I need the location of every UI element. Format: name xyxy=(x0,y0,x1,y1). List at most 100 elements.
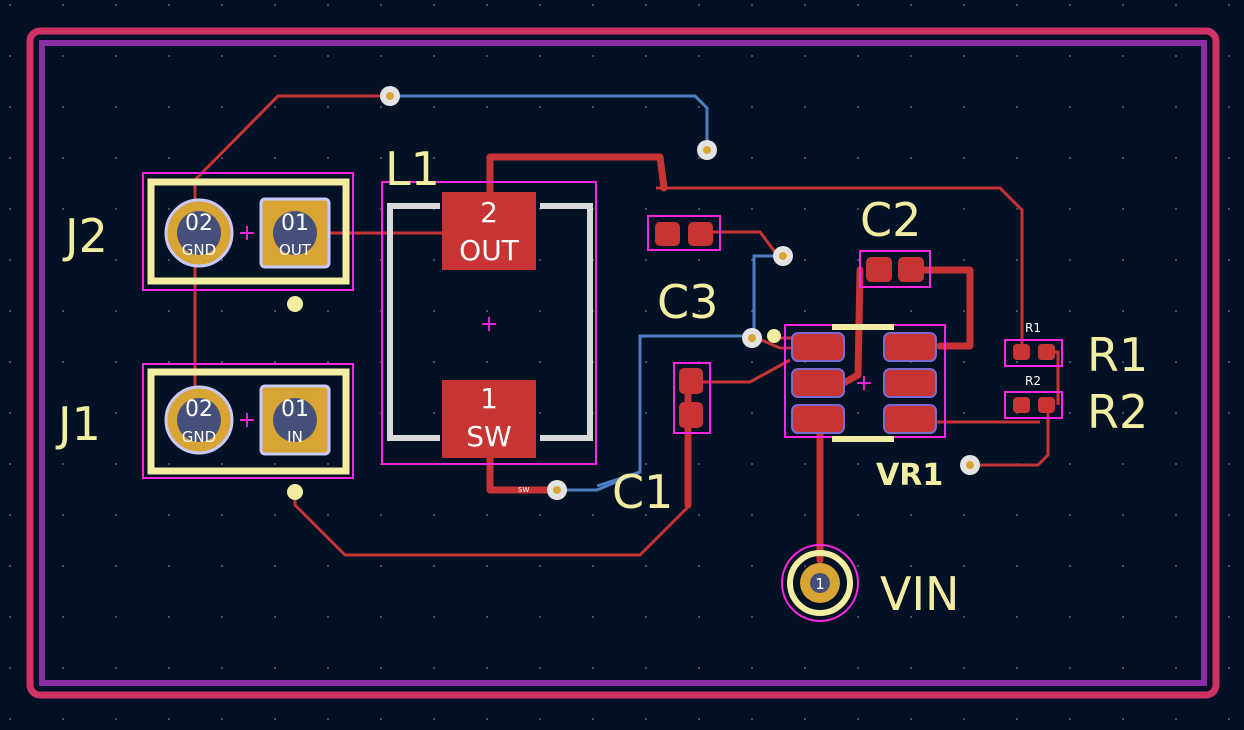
grid-dot xyxy=(1175,361,1177,363)
vr1-anchor-cross: + xyxy=(855,371,873,396)
testpoint-vin[interactable]: 1 VIN xyxy=(787,550,959,621)
grid-dot xyxy=(380,565,382,567)
grid-dot xyxy=(751,106,753,108)
vr1-pad-4[interactable] xyxy=(883,332,937,362)
grid-dot xyxy=(1122,55,1124,57)
grid-dot xyxy=(804,667,806,669)
grid-dot xyxy=(910,208,912,210)
capacitor-c1[interactable]: C1 xyxy=(612,368,703,519)
grid-dot xyxy=(857,157,859,159)
grid-dot xyxy=(1069,310,1071,312)
via[interactable] xyxy=(287,296,303,312)
grid-dot xyxy=(698,310,700,312)
c1-pad-bottom[interactable] xyxy=(679,402,703,428)
grid-dot xyxy=(221,616,223,618)
grid-dot xyxy=(1016,667,1018,669)
grid-dot xyxy=(1122,259,1124,261)
c3-pad-right[interactable] xyxy=(688,222,713,246)
grid-dot xyxy=(327,667,329,669)
grid-dot xyxy=(9,55,11,57)
capacitor-c2[interactable]: C2 xyxy=(860,193,924,282)
grid-dot xyxy=(1122,667,1124,669)
grid-dot xyxy=(963,616,965,618)
c2-pad-right[interactable] xyxy=(898,257,924,282)
grid-dot xyxy=(857,565,859,567)
grid-dot xyxy=(274,565,276,567)
grid-dot xyxy=(1122,718,1124,720)
r1-pad-left[interactable] xyxy=(1013,344,1030,360)
grid-dot xyxy=(327,514,329,516)
grid-dot xyxy=(62,106,64,108)
grid-dot xyxy=(1175,565,1177,567)
resistor-r2[interactable]: R2 R2 xyxy=(1013,374,1148,439)
c1-pad-top[interactable] xyxy=(679,368,703,394)
grid-dot xyxy=(910,4,912,6)
grid-dot xyxy=(221,310,223,312)
grid-dot xyxy=(9,208,11,210)
j2-pad-2-net: GND xyxy=(182,241,216,259)
grid-dot xyxy=(115,310,117,312)
j2-pad-1-number: 01 xyxy=(281,211,309,236)
grid-dot xyxy=(539,361,541,363)
connector-j2[interactable]: 02 GND 01 OUT J2 + xyxy=(62,178,350,285)
grid-dot xyxy=(751,259,753,261)
grid-dot xyxy=(592,616,594,618)
l1-silk-right xyxy=(540,203,593,441)
grid-dot xyxy=(168,157,170,159)
l1-reference: L1 xyxy=(385,142,440,196)
c2-pad-left[interactable] xyxy=(866,257,892,282)
grid-dot xyxy=(1016,718,1018,720)
regulator-vr1[interactable]: VR1 + xyxy=(791,324,943,493)
via[interactable] xyxy=(287,484,303,500)
r2-pad-left[interactable] xyxy=(1013,397,1030,413)
grid-dot xyxy=(963,565,965,567)
grid-dot xyxy=(1122,463,1124,465)
vr1-pad-5[interactable] xyxy=(883,368,937,398)
grid-dot xyxy=(539,55,541,57)
vin-pad-drill xyxy=(810,573,830,593)
grid-dot xyxy=(433,106,435,108)
vr1-pad-3[interactable] xyxy=(791,404,845,434)
vr1-pad-1[interactable] xyxy=(791,332,845,362)
grid-dot xyxy=(1016,361,1018,363)
grid-dot xyxy=(698,106,700,108)
r1-pad-right[interactable] xyxy=(1038,344,1055,360)
inductor-l1[interactable]: 2 OUT 1 SW L1 + xyxy=(385,142,593,458)
front-copper-thin-traces xyxy=(193,94,1060,557)
grid-dot xyxy=(1069,4,1071,6)
l1-pad-1[interactable] xyxy=(442,380,536,458)
grid-dot xyxy=(62,667,64,669)
grid-dot xyxy=(274,4,276,6)
resistor-r1[interactable]: R1 R1 xyxy=(1013,321,1148,382)
grid-dot xyxy=(221,106,223,108)
grid-dot xyxy=(1122,157,1124,159)
grid-dot xyxy=(221,667,223,669)
vr1-pad-6[interactable] xyxy=(883,404,937,434)
grid-dot xyxy=(751,361,753,363)
capacitor-c3[interactable]: C3 xyxy=(655,222,718,329)
l1-pad-2[interactable] xyxy=(442,192,536,270)
grid-dot xyxy=(592,4,594,6)
grid-dot xyxy=(380,4,382,6)
grid-dot xyxy=(115,616,117,618)
connector-j1[interactable]: 02 GND 01 IN J1 + xyxy=(55,368,350,475)
r2-pad-right[interactable] xyxy=(1038,397,1055,413)
vin-pad[interactable] xyxy=(787,550,853,616)
grid-dot xyxy=(380,55,382,57)
c3-pad-left[interactable] xyxy=(655,222,680,246)
grid-dot xyxy=(1016,310,1018,312)
grid-dot xyxy=(115,4,117,6)
grid-dot xyxy=(1069,412,1071,414)
grid-dot xyxy=(592,106,594,108)
grid-dot xyxy=(592,718,594,720)
j1-pad-2-number: 02 xyxy=(185,397,213,422)
via[interactable] xyxy=(767,329,781,343)
grid-dot xyxy=(115,157,117,159)
vr1-pad-2[interactable] xyxy=(791,368,845,398)
grid-dot xyxy=(221,259,223,261)
grid-dot xyxy=(751,208,753,210)
grid-dot xyxy=(115,565,117,567)
grid-dot xyxy=(698,208,700,210)
grid-dot xyxy=(539,106,541,108)
